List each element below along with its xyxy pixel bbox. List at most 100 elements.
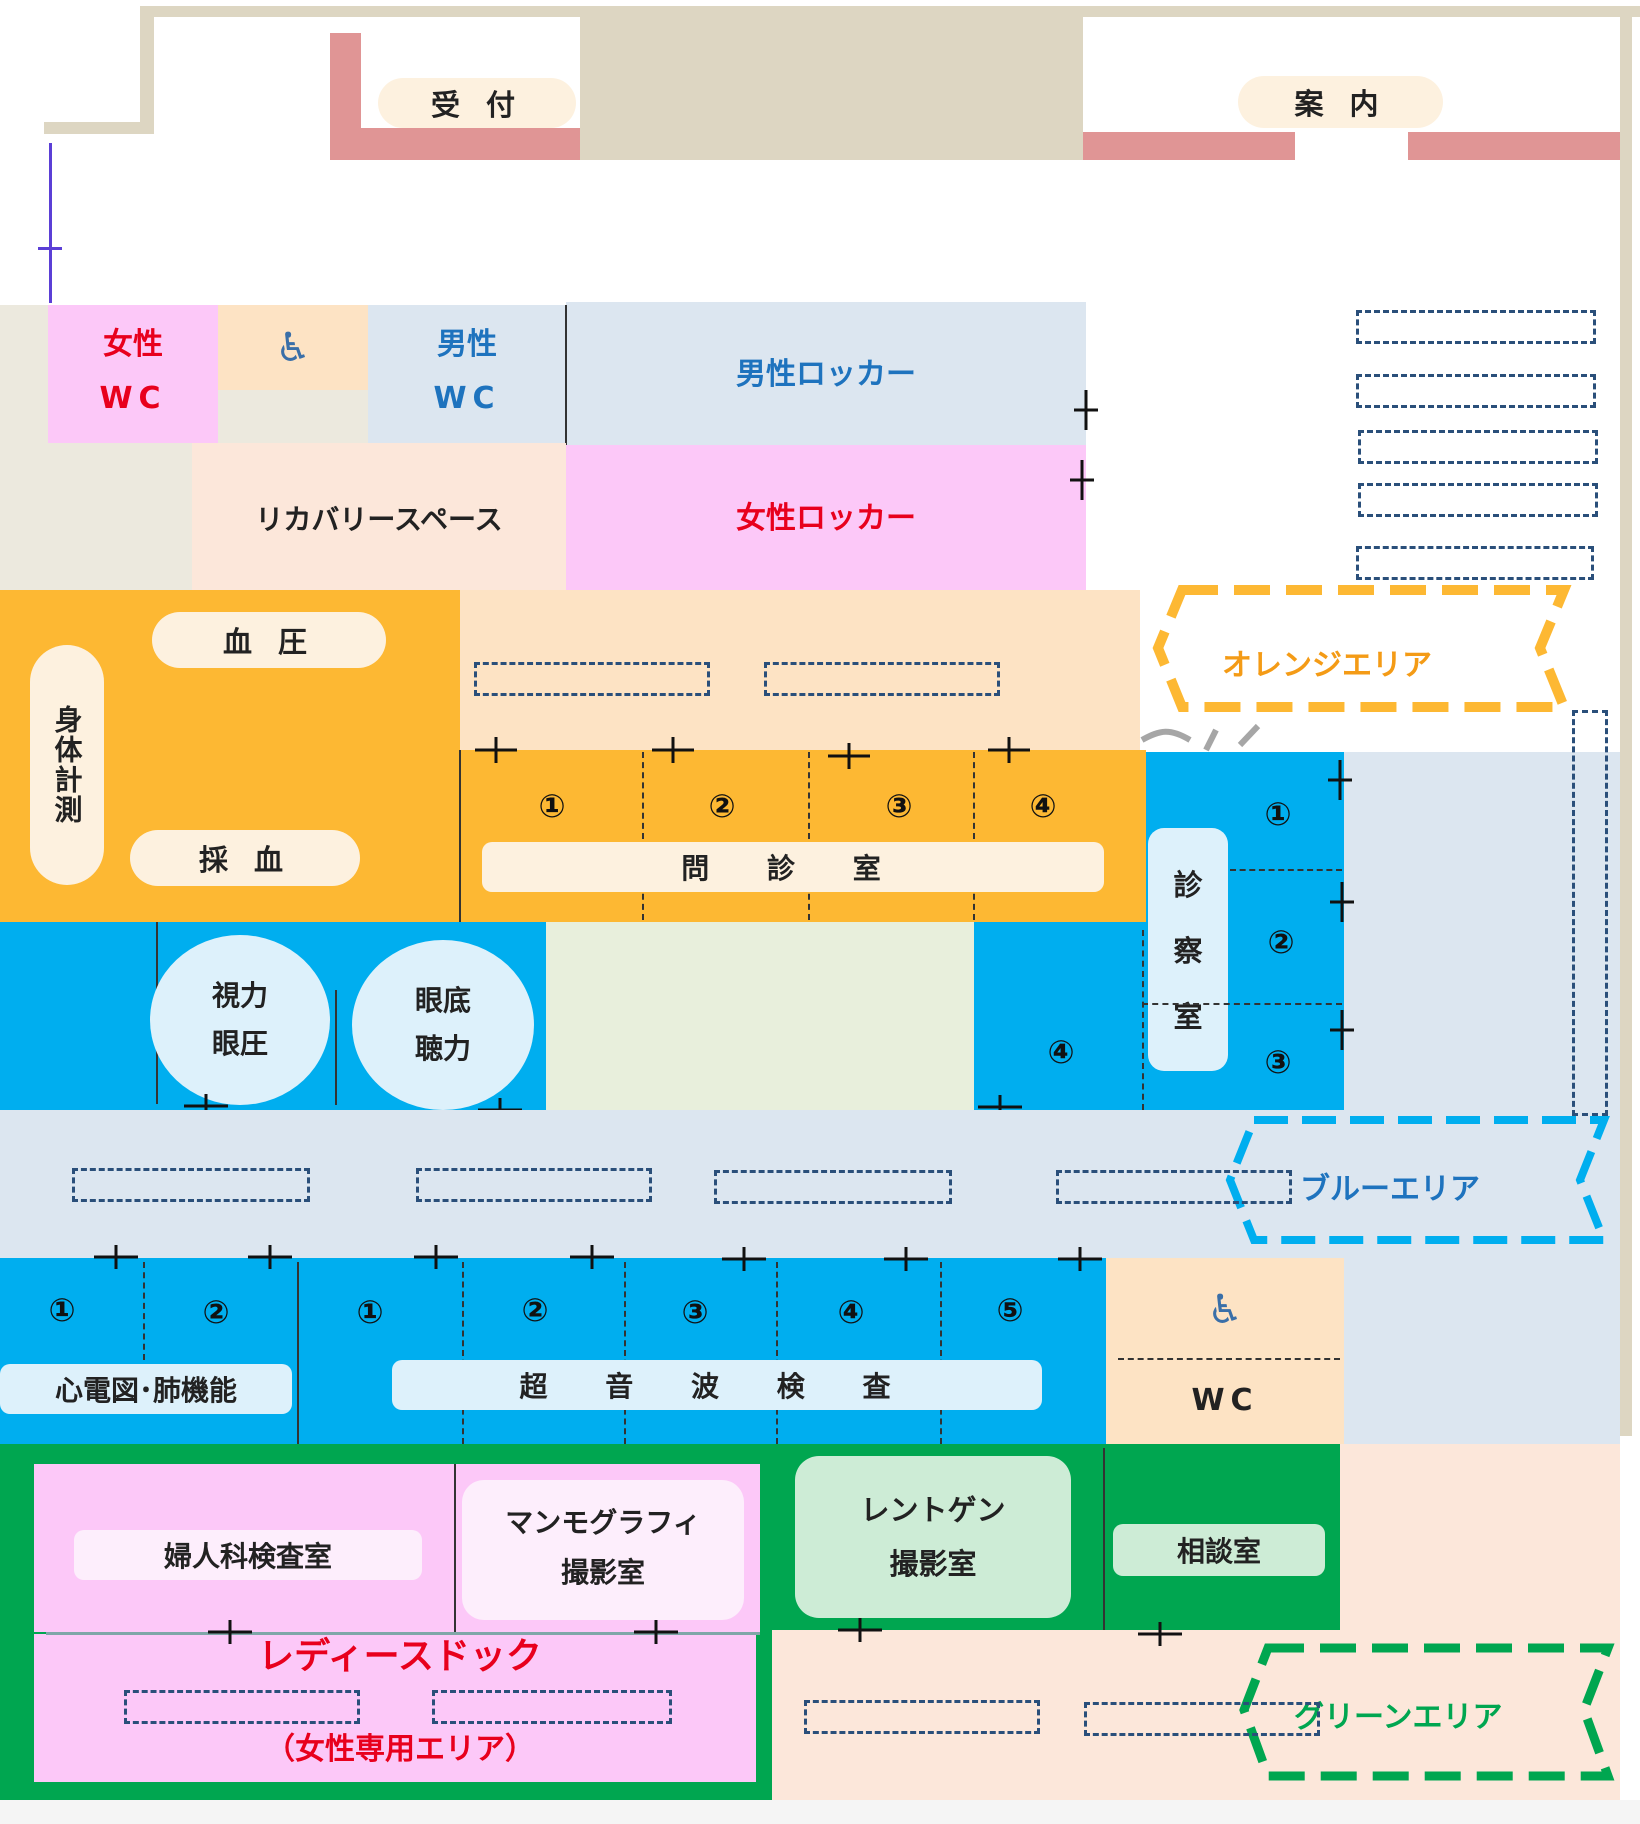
door-mammography [634,1620,678,1644]
ultrasound-block [298,1258,1106,1444]
wheelchair-icon: ♿ [275,325,311,371]
bench-orange-1 [474,662,710,696]
outer-wall-left-upper [140,6,154,132]
exam-number-1: ① [1264,795,1292,833]
door-ultra-3 [722,1247,766,1271]
ultra-divider-3 [776,1262,778,1444]
bench-blue-4 [1056,1170,1292,1204]
blue-waiting-corridor [0,1110,1620,1258]
door-male-locker [1074,390,1098,430]
door-consult-1 [475,737,517,763]
accessible-toilet-lower [218,390,368,443]
info-counter-right [1408,132,1620,160]
bench-east-vertical [1572,710,1608,1116]
wheelchair-icon-lower: ♿ [1207,1287,1243,1333]
ultra-number-1: ① [356,1293,384,1331]
lower-wc-divider [1118,1358,1340,1360]
east-corridor-lower [1344,1258,1620,1444]
bench-ladies-1 [124,1690,360,1724]
male-wc-room [368,305,566,443]
ultra-number-5: ⑤ [996,1291,1024,1329]
orange-area-label: オレンジエリア [1222,648,1432,683]
locker-divider [565,305,567,445]
hearing-label: 聴力 [414,1032,471,1065]
vision-tonometry-room: 視力 眼圧 [150,935,330,1105]
bench-east-1 [1356,310,1596,344]
exam-divider-3 [1142,930,1144,1110]
door-exam-3 [1330,1010,1354,1050]
bench-east-3 [1358,430,1598,464]
consult-number-4: ④ [1029,787,1057,825]
ultra-divider-1 [462,1262,464,1444]
exam-divider-1 [1230,869,1342,871]
door-ecg-1 [94,1245,138,1269]
ultra-divider-2 [624,1262,626,1444]
exam-divider-2 [1142,1003,1342,1005]
green-right-strip [1340,1444,1620,1630]
blood-draw-label: 採 血 [130,830,360,886]
ecg-number-1: ① [48,1291,76,1329]
male-wc-label-2: WC [433,381,501,417]
xray-counsel-wall [1103,1448,1105,1630]
outer-wall-right [1620,6,1632,1436]
ultra-number-3: ③ [681,1293,709,1331]
ecg-lung-label: 心電図･肺機能 [0,1364,292,1414]
consultation-room-label: 問 診 室 [482,842,1104,892]
consult-number-3: ③ [885,787,913,825]
center-open-space [546,922,974,1110]
recovery-space-label: リカバリースペース [255,502,503,536]
orange-waiting-area [460,590,1140,750]
door-marker-left [49,143,52,303]
blue-area-label: ブルーエリア [1300,1172,1480,1207]
consult-divider-2 [808,752,810,920]
bench-blue-2 [416,1168,652,1202]
door-gynecology [208,1620,252,1644]
exam-number-3: ③ [1264,1043,1292,1081]
outer-wall-left-ledge [44,122,154,134]
bench-east-2 [1356,374,1596,408]
consult-divider-3 [973,752,975,920]
vision-label: 視力 [211,979,268,1013]
green-area-label: グリーンエリア [1294,1700,1503,1735]
bench-east-5 [1356,546,1594,580]
gynecology-label: 婦人科検査室 [74,1530,422,1580]
blood-pressure-label: 血 圧 [152,612,386,668]
bottom-strip [0,1800,1640,1824]
green-area-marker [1239,1643,1615,1781]
ladies-dock-title: レディースドック [258,1635,542,1677]
bench-blue-3 [714,1170,952,1204]
lower-wc-room [1106,1258,1344,1444]
door-exam-2 [1330,882,1354,922]
reception-counter-base [330,128,580,160]
fundus-label: 眼底 [414,984,471,1018]
fundus-hearing-room: 眼底 聴力 [352,940,534,1110]
exam-room-block-lower [974,922,1146,1110]
ultra-divider-4 [940,1262,942,1444]
ecg-block [0,1258,298,1444]
door-ultra-1 [414,1245,458,1269]
mammography-pill [462,1480,744,1620]
orange-area-marker [1140,585,1572,752]
exam-label-3: 室 [1173,999,1203,1034]
ecg-number-2: ② [202,1293,230,1331]
door-marker-left-tick [38,247,62,250]
bench-green-2 [1084,1702,1320,1736]
eye-divider-2 [335,990,337,1105]
ladies-dock-subtitle: （女性専用エリア） [265,1732,535,1768]
consult-left-wall [459,750,461,922]
xray-room-pill [795,1456,1071,1618]
accessible-toilet-room [218,305,368,390]
bench-orange-2 [764,662,1000,696]
exam-label-2: 察 [1173,933,1203,968]
recovery-space [192,443,566,590]
female-wc-label-1: 女性 [103,327,163,363]
information-label: 案 内 [1238,76,1443,128]
tonometry-label: 眼圧 [211,1027,268,1060]
xray-label-1: レントゲン [860,1492,1006,1527]
door-consult-2 [652,737,694,763]
female-locker-label: 女性ロッカー [736,501,916,537]
consult-number-1: ① [538,787,566,825]
door-consult-4 [988,737,1030,763]
lower-wc-label: WC [1191,1383,1259,1419]
